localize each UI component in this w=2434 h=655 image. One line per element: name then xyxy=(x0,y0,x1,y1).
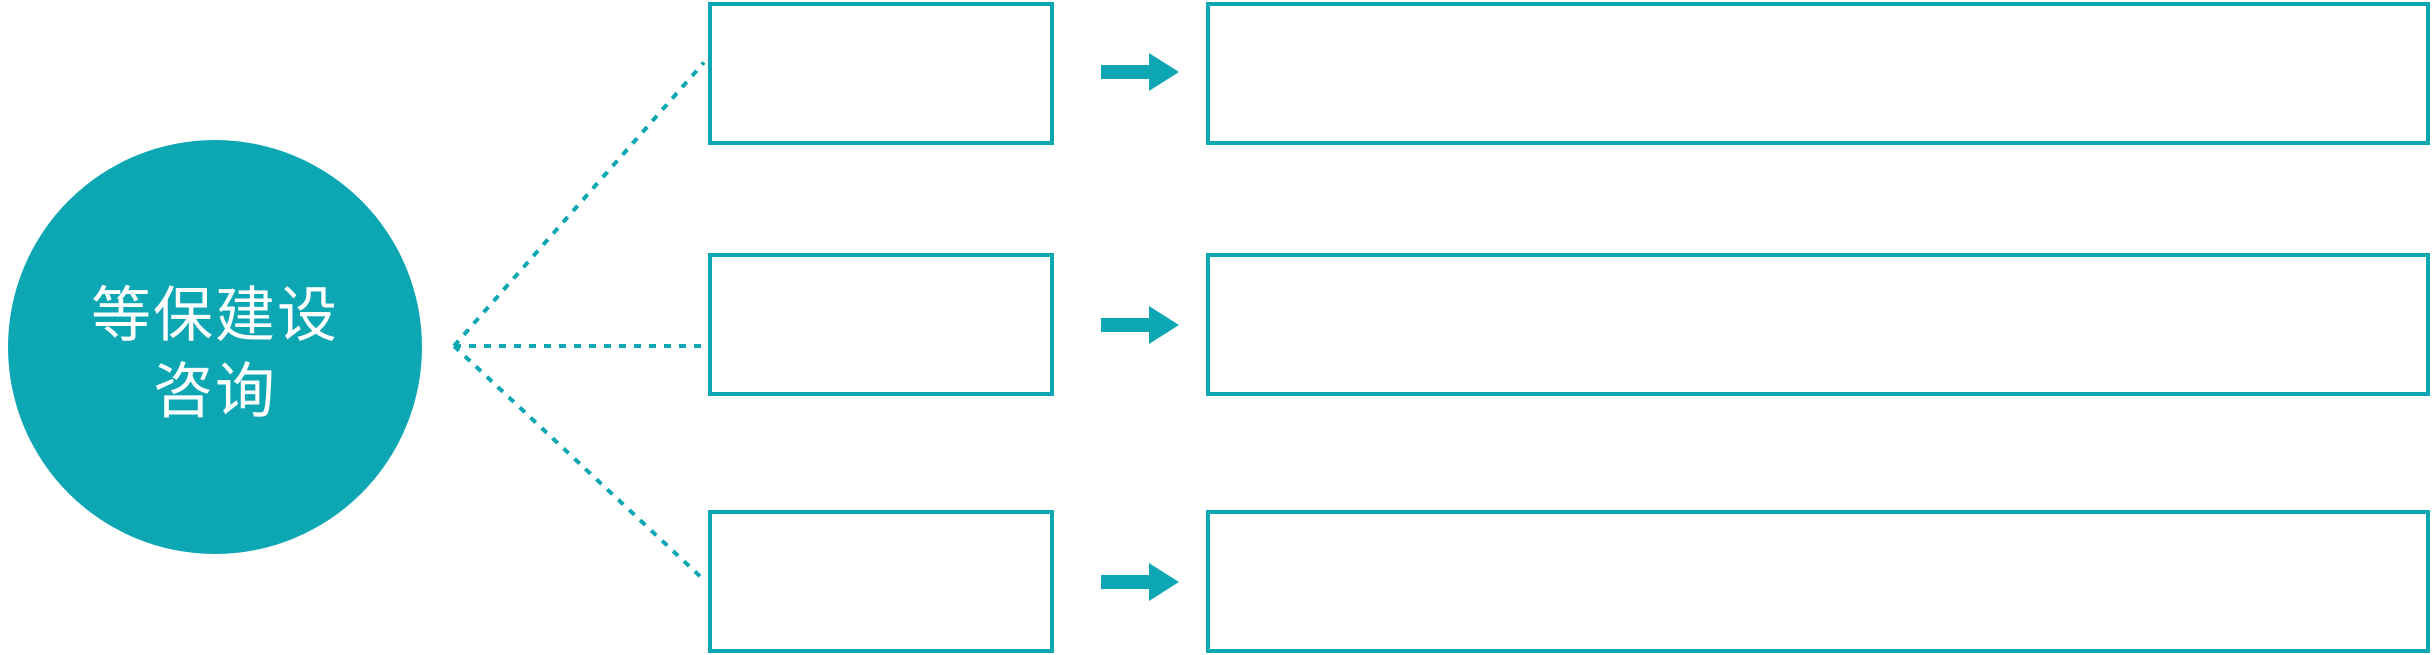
detail-box-1-label xyxy=(1210,6,2426,141)
detail-box-2-label xyxy=(1210,257,2426,392)
detail-box-3 xyxy=(1206,510,2430,653)
detail-box-2 xyxy=(1206,253,2430,396)
detail-box-1 xyxy=(1206,2,2430,145)
step-box-2-label xyxy=(712,257,1050,392)
arrow-right-icon xyxy=(1101,306,1179,344)
step-box-3 xyxy=(708,510,1054,653)
step-box-2 xyxy=(708,253,1054,396)
step-box-1 xyxy=(708,2,1054,145)
topic-circle: 等保建设 咨询 xyxy=(8,140,422,554)
step-box-3-label xyxy=(712,514,1050,649)
dotted-connector-bottom xyxy=(452,344,706,582)
dotted-connector-middle xyxy=(454,344,704,348)
topic-label-line1: 等保建设 xyxy=(91,282,339,349)
step-box-1-label xyxy=(712,6,1050,141)
dotted-connector-top xyxy=(452,61,706,348)
detail-box-3-label xyxy=(1210,514,2426,649)
arrow-right-icon xyxy=(1101,53,1179,91)
topic-label-line2: 咨询 xyxy=(153,358,277,425)
arrow-right-icon xyxy=(1101,563,1179,601)
